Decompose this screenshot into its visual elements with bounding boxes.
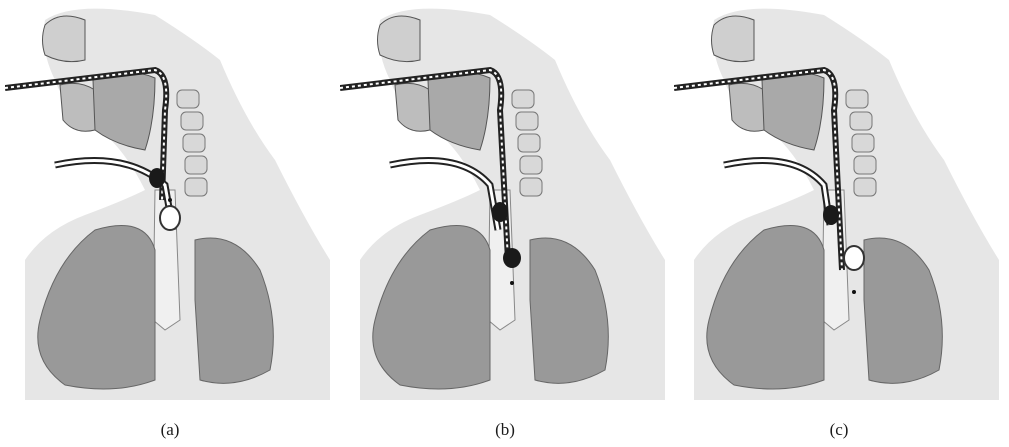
panel-a-illustration [5,0,335,420]
panel-a: (a) [5,0,335,447]
panel-b-illustration [340,0,670,420]
caption-c: (c) [674,420,1004,440]
oral-cavity [93,72,155,150]
oral-cavity [428,72,490,150]
panel-c: (c) [674,0,1004,447]
caption-b: (b) [340,420,670,440]
oral-cavity [762,72,824,150]
caption-a: (a) [5,420,335,440]
panel-c-illustration [674,0,1004,420]
panel-b: (b) [340,0,670,447]
